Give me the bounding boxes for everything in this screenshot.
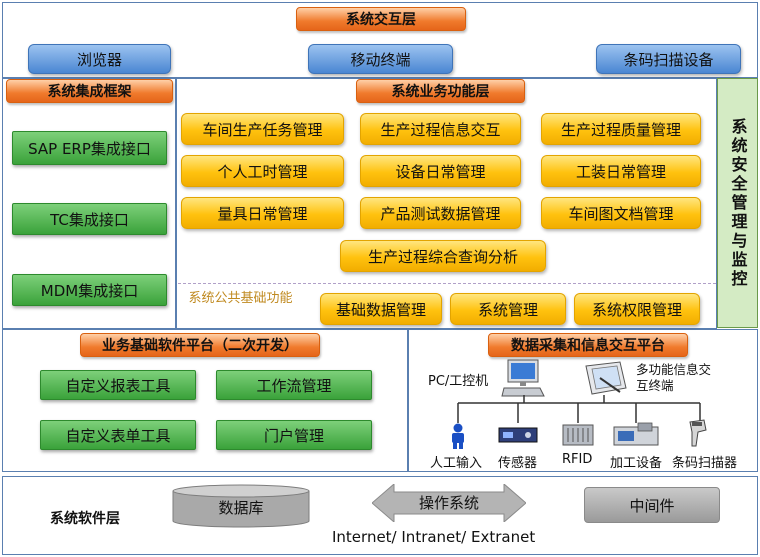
basic-data-mgmt[interactable]: 基础数据管理 <box>320 293 442 325</box>
process-quality-mgmt[interactable]: 生产过程质量管理 <box>541 113 701 145</box>
software-layer-title: 系统软件层 <box>50 511 120 527</box>
process-query-analysis[interactable]: 生产过程综合查询分析 <box>340 240 546 272</box>
device-barcode-scanner: 条码扫描器 <box>672 456 738 471</box>
workshop-docs-mgmt[interactable]: 车间图文档管理 <box>541 197 701 229</box>
barcode-scan-device-button[interactable]: 条码扫描设备 <box>596 44 741 74</box>
platform-frame <box>2 329 408 472</box>
integration-title: 系统集成框架 <box>6 79 173 103</box>
security-title: 系统安全管理与监控 <box>728 117 748 289</box>
personal-hours-mgmt[interactable]: 个人工时管理 <box>181 155 344 187</box>
device-bus <box>457 395 701 423</box>
process-info-exchange[interactable]: 生产过程信息交互 <box>360 113 521 145</box>
device-machine: 加工设备 <box>610 456 663 471</box>
mdm-interface[interactable]: MDM集成接口 <box>12 274 167 306</box>
permission-mgmt[interactable]: 系统权限管理 <box>574 293 700 325</box>
tooling-daily-mgmt[interactable]: 工装日常管理 <box>541 155 701 187</box>
data-collection-title: 数据采集和信息交互平台 <box>488 333 688 357</box>
data-collection-frame <box>408 329 758 472</box>
machine-icon <box>613 422 659 446</box>
sensor-icon <box>498 427 538 443</box>
integration-frame <box>2 78 176 329</box>
os-label: 操作系统 <box>418 494 479 512</box>
device-sensor: 传感器 <box>498 456 538 471</box>
middleware-box: 中间件 <box>584 487 720 523</box>
rfid-icon <box>562 424 594 446</box>
workshop-task-mgmt[interactable]: 车间生产任务管理 <box>181 113 344 145</box>
custom-form-tool[interactable]: 自定义表单工具 <box>40 420 196 450</box>
platform-title: 业务基础软件平台（二次开发） <box>80 333 320 357</box>
product-test-data-mgmt[interactable]: 产品测试数据管理 <box>360 197 521 229</box>
workflow-mgmt[interactable]: 工作流管理 <box>216 370 372 400</box>
sap-erp-interface[interactable]: SAP ERP集成接口 <box>12 131 167 165</box>
database-label: 数据库 <box>218 499 264 517</box>
software-layer-frame <box>2 476 758 555</box>
terminal-label: 多功能信息交互终端 <box>636 362 712 393</box>
os-double-arrow <box>372 484 526 522</box>
device-manual-input: 人工输入 <box>430 456 483 471</box>
pc-label: PC/工控机 <box>428 374 489 389</box>
device-rfid: RFID <box>562 452 593 467</box>
terminal-icon <box>585 361 627 395</box>
common-functions-label: 系统公共基础功能 <box>188 291 293 306</box>
person-icon <box>452 423 464 449</box>
business-frame <box>176 78 717 329</box>
security-monitor-panel: 系统安全管理与监控 <box>717 78 758 328</box>
interaction-layer-title: 系统交互层 <box>296 7 466 31</box>
business-title: 系统业务功能层 <box>356 79 525 103</box>
equipment-daily-mgmt[interactable]: 设备日常管理 <box>360 155 521 187</box>
portal-mgmt[interactable]: 门户管理 <box>216 420 372 450</box>
mobile-terminal-button[interactable]: 移动终端 <box>308 44 453 74</box>
tc-interface[interactable]: TC集成接口 <box>12 203 167 235</box>
network-label: Internet/ Intranet/ Extranet <box>332 528 536 546</box>
pc-icon <box>501 359 545 397</box>
barcode-scanner-icon <box>689 419 707 447</box>
system-mgmt[interactable]: 系统管理 <box>450 293 566 325</box>
database-cylinder <box>172 484 310 528</box>
gauge-daily-mgmt[interactable]: 量具日常管理 <box>181 197 344 229</box>
browser-button[interactable]: 浏览器 <box>28 44 171 74</box>
interaction-layer-frame <box>2 2 758 78</box>
common-divider <box>178 283 716 284</box>
custom-report-tool[interactable]: 自定义报表工具 <box>40 370 196 400</box>
